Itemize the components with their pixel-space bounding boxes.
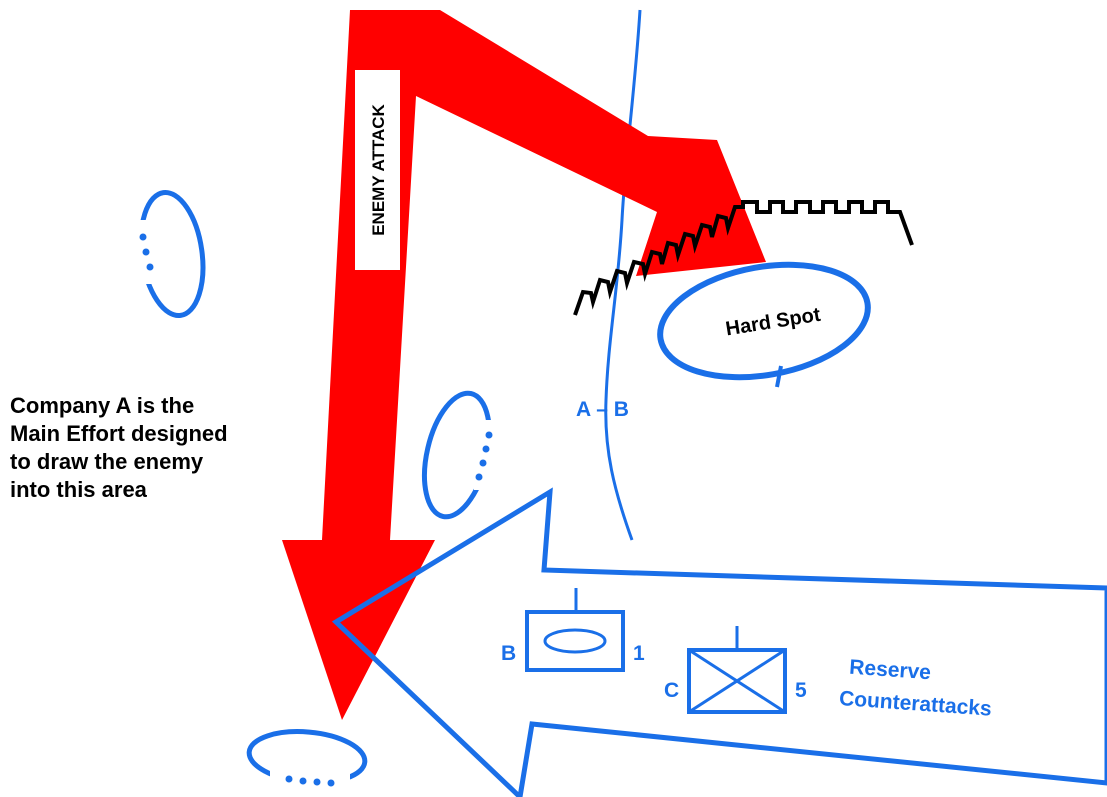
caption-line: into this area [10, 477, 147, 502]
boundary-line [604, 9, 642, 541]
counterattack-arrow-icon [331, 487, 1107, 797]
boundary-label: A – B [576, 398, 629, 421]
enemy-attack-arrow-icon [282, 10, 766, 720]
caption-line: Main Effort designed [10, 421, 228, 446]
armor-unit-symbol-icon [543, 628, 607, 654]
hard-spot-label: Hard Spot [724, 304, 822, 341]
main-effort-caption: Company A is the Main Effort designed to… [10, 392, 310, 504]
caption-line: to draw the enemy [10, 449, 204, 474]
reserve-label: Reserve Counterattacks [838, 656, 992, 721]
unit-c-symbol: C 5 [664, 626, 807, 714]
unit-b-designation: 1 [633, 642, 645, 665]
reserve-label-line1: Reserve [849, 656, 932, 685]
position-icon-bottom [246, 729, 368, 792]
reserve-label-line2: Counterattacks [838, 687, 992, 721]
unit-c-designation: 5 [795, 679, 807, 702]
enemy-attack-label-box: ENEMY ATTACK [355, 70, 400, 270]
position-icon-center [422, 390, 498, 520]
infantry-unit-symbol-icon [688, 648, 786, 714]
hard-spot-position: Hard Spot [657, 261, 871, 388]
position-icon-upper-left [130, 189, 206, 319]
unit-c-id: C [664, 679, 679, 702]
unit-b-symbol: B 1 [501, 588, 645, 672]
unit-b-id: B [501, 642, 516, 665]
enemy-attack-label: ENEMY ATTACK [369, 103, 388, 235]
hard-spot-echelon-mark [775, 365, 783, 388]
caption-line: Company A is the [10, 393, 195, 418]
wire-obstacle-icon [573, 200, 914, 316]
